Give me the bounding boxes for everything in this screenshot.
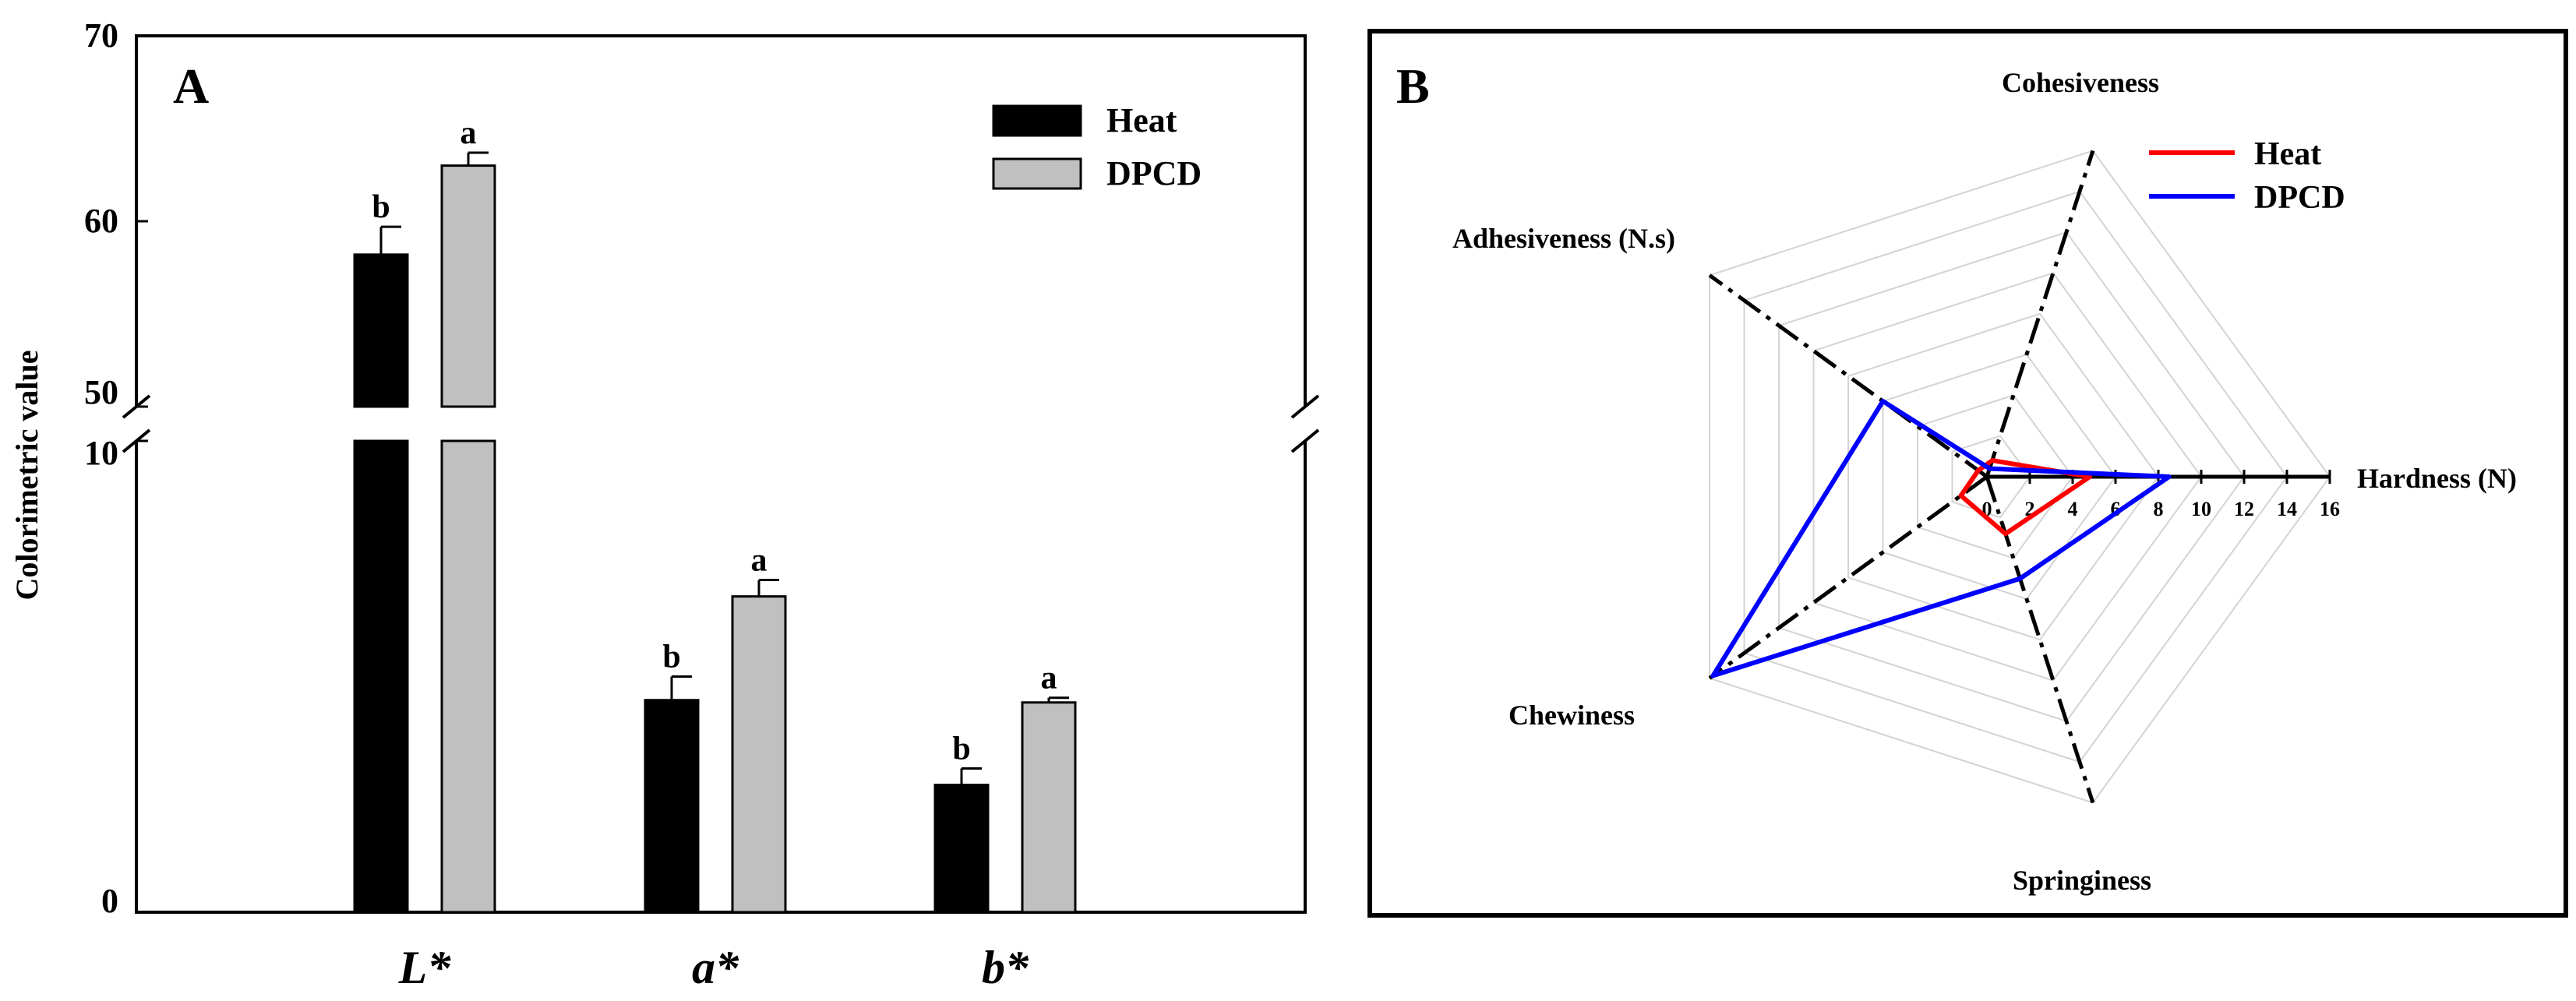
radar-grid <box>1709 150 2331 804</box>
y-axis-label: Colorimetric value <box>9 351 44 601</box>
significance-letter: b <box>662 640 680 675</box>
y-tick-label: 60 <box>84 202 118 240</box>
radar-tick-label: 10 <box>2191 498 2211 520</box>
radar-grid-ring <box>1812 272 2203 682</box>
y-tick-label: 70 <box>84 16 118 55</box>
radar-tick-label: 12 <box>2234 498 2254 520</box>
radar-grid-ring <box>1951 435 2031 519</box>
radar-axis-label: Springiness <box>2013 865 2151 896</box>
bar <box>644 699 700 914</box>
x-tick-label: a* <box>692 942 739 993</box>
radar-series-line <box>1958 458 2092 537</box>
legend-heat-label: Heat <box>2254 136 2321 172</box>
bars: b b b a a a <box>353 115 1077 914</box>
radar-grid-ring <box>1882 353 2117 601</box>
legend-dpcd-label: DPCD <box>1106 154 1202 192</box>
bar <box>933 784 990 914</box>
significance-letter: a <box>461 115 477 151</box>
radar-tick-label: 8 <box>2154 498 2164 520</box>
radar-tick-label: 14 <box>2277 498 2297 520</box>
radar-axis-line <box>1708 273 1988 479</box>
significance-letter: b <box>372 189 390 225</box>
radar-axis-label: Cohesiveness <box>2002 67 2159 98</box>
legend-a: Heat DPCD <box>992 101 1202 192</box>
bar <box>440 439 496 914</box>
radar-axis-label: Hardness (N) <box>2357 463 2517 494</box>
y-tick-label: 0 <box>101 882 118 920</box>
radar-grid-ring <box>1709 150 2331 804</box>
panel-a-label: A <box>173 58 209 114</box>
bar <box>353 253 409 408</box>
bar <box>440 164 496 408</box>
y-axis-ticks: 0 10 50 60 70 <box>84 16 148 920</box>
panel-a-frame <box>135 34 1307 914</box>
legend-heat-label: Heat <box>1106 101 1177 139</box>
radar-axis-line <box>1985 150 2095 478</box>
panel-b-frame <box>1367 29 2568 918</box>
radar-grid-ring <box>1743 190 2288 763</box>
bar <box>731 595 787 914</box>
radar-axis-label: Adhesiveness (N.s) <box>1452 223 1675 254</box>
radar-series-line <box>1710 399 2172 678</box>
radar-tick-label: 4 <box>2068 498 2078 520</box>
radar-axis-label: Chewiness <box>1509 700 1635 731</box>
panel-b-label: B <box>1396 58 1430 114</box>
x-axis-tick-labels: L* a* b* <box>398 942 1029 993</box>
legend-b: Heat DPCD <box>2149 136 2345 216</box>
y-tick-label: 50 <box>84 373 118 411</box>
legend-heat-swatch <box>992 104 1082 137</box>
legend-dpcd-swatch <box>992 157 1082 190</box>
axis-break-mark-right-bottom <box>1290 428 1320 453</box>
radar-grid-ring <box>1847 312 2160 641</box>
significance-letter: a <box>1041 661 1057 696</box>
radar-tick-label: 16 <box>2320 498 2340 520</box>
significance-letter: b <box>952 731 970 767</box>
radar-series <box>1710 399 2172 678</box>
radar-grid-ring <box>1917 394 2074 559</box>
radar-axis-line <box>1708 474 1988 680</box>
bar <box>353 439 409 914</box>
significance-letter: a <box>751 542 768 578</box>
y-tick-label: 10 <box>84 434 118 472</box>
legend-dpcd-label: DPCD <box>2254 180 2345 216</box>
radar-axes <box>1708 150 2330 804</box>
x-tick-label: b* <box>982 942 1029 993</box>
panel-a: 0 10 50 60 70 b b b a a a L* a* b* Colorimetric val… <box>9 16 1320 993</box>
x-tick-label: L* <box>398 942 452 993</box>
bar <box>1021 701 1077 914</box>
axis-break-mark-right-top <box>1290 394 1320 419</box>
radar-grid-ring <box>1778 231 2246 723</box>
